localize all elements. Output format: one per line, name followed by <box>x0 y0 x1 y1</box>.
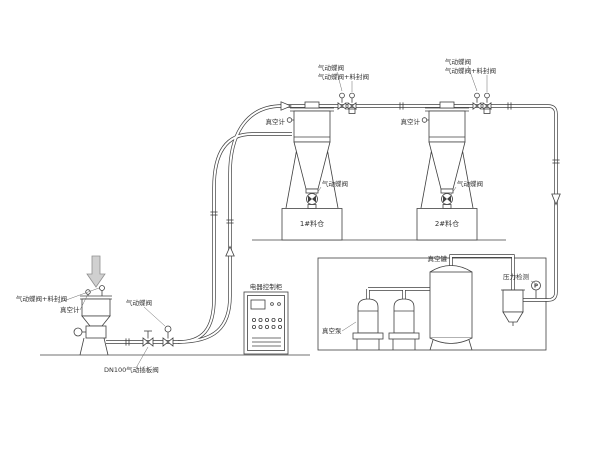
bin-label: 1#料仓 <box>300 219 324 228</box>
leader-line <box>530 280 536 284</box>
leader-line <box>450 186 457 196</box>
cabinet-display <box>250 299 266 310</box>
discharge-valve-label: 气动蝶阀 <box>322 179 348 188</box>
cyclone-receiver-2: 气动蝶阀 气动蝶阀+料封阀 真空计 气动蝶阀 2#料仓 <box>401 57 496 241</box>
rotary-feeder <box>85 325 107 339</box>
leader-line <box>315 186 322 196</box>
vacuum-pump-2 <box>388 298 420 351</box>
feed-arrow-icon <box>86 255 106 288</box>
filter-unit <box>501 289 525 326</box>
leader-line <box>341 321 357 332</box>
vacuum-gauge-label: 真空计 <box>60 305 80 314</box>
leader-line <box>79 295 88 311</box>
butterfly-valve-icon <box>164 325 172 333</box>
cyclone-receiver-1: 气动蝶阀 气动蝶阀+料封阀 真空计 气动蝶阀 1#料仓 <box>266 63 369 241</box>
cabinet-buttons <box>251 317 282 329</box>
leader-line <box>57 287 100 304</box>
discharge-valve-label: 气动蝶阀 <box>457 179 483 188</box>
line-valve-label: 气动蝶阀 <box>126 298 152 307</box>
leader-line <box>143 306 166 327</box>
vacuum-pump-station: P 真空泵 真空罐 压力检测 <box>322 254 541 351</box>
gate-valve-label: DN100气动插板阀 <box>104 365 159 374</box>
pressure-gauge-letter: P <box>534 284 538 290</box>
seal-valve-label: 气动蝶阀+料封阀 <box>318 72 369 81</box>
control-cabinet: 电器控制柜 <box>243 282 289 355</box>
seal-valve-label: 气动蝶阀+料封阀 <box>445 66 496 75</box>
leader-line <box>336 71 343 92</box>
vacuum-pump-label: 真空泵 <box>322 326 342 335</box>
bin-label: 2#料仓 <box>435 219 459 228</box>
vacuum-gauge-label: 真空计 <box>266 117 286 126</box>
leader-line <box>467 65 478 92</box>
pump-station-enclosure <box>317 257 547 351</box>
cyclone-symbol <box>416 92 492 241</box>
valve-label: 气动蝶阀 <box>445 57 471 66</box>
motor-icon <box>73 327 83 337</box>
flow-arrows <box>225 101 561 257</box>
pressure-detect-label: 压力检测 <box>503 272 530 281</box>
cabinet-label: 电器控制柜 <box>250 282 283 291</box>
flow-arrow-right-icon <box>280 101 293 111</box>
pipe-flange-ticks <box>125 102 560 346</box>
vacuum-gauge-label: 真空计 <box>401 117 421 126</box>
pressure-gauge-icon <box>531 280 541 291</box>
cyclone-symbol <box>281 92 357 241</box>
flow-arrow-up-icon <box>225 245 235 257</box>
seal-valve-icon <box>99 285 105 291</box>
vacuum-tank <box>429 265 473 351</box>
seal-valve-label: 气动蝶阀+料封阀 <box>16 294 67 303</box>
feeder-unit: 气动蝶阀+料封阀 真空计 <box>16 255 112 356</box>
flow-arrow-down-icon <box>551 193 561 206</box>
vacuum-pump-1 <box>352 298 384 351</box>
valve-label: 气动蝶阀 <box>318 63 344 72</box>
line-valves: 气动蝶阀 DN100气动插板阀 <box>104 298 174 374</box>
vacuum-tank-label: 真空罐 <box>428 254 448 263</box>
leader-line <box>135 346 149 369</box>
